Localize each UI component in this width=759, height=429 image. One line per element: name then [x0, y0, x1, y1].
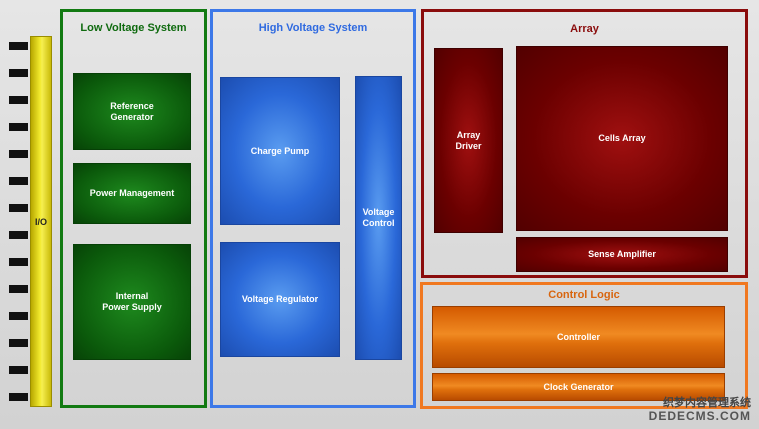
high-voltage-system-group: High Voltage System — [210, 9, 416, 408]
low-voltage-system-group: Low Voltage System — [60, 9, 207, 408]
low-voltage-system-title: Low Voltage System — [80, 22, 187, 34]
controller-block: Controller — [432, 306, 725, 368]
io-label: I/O — [34, 216, 47, 227]
io-pin — [9, 285, 28, 293]
io-pin — [9, 231, 28, 239]
array-title: Array — [570, 23, 599, 35]
io-pin — [9, 96, 28, 104]
io-bar: I/O — [30, 36, 52, 407]
io-pin — [9, 150, 28, 158]
watermark-line-1: 织梦内容管理系统 — [663, 397, 751, 409]
array-group: Array — [421, 9, 748, 278]
reference-generator-block: Reference Generator — [73, 73, 191, 150]
array-driver-block: Array Driver — [434, 48, 503, 233]
io-pin — [9, 69, 28, 77]
cells-array-block: Cells Array — [516, 46, 728, 231]
high-voltage-system-title: High Voltage System — [258, 22, 368, 34]
power-management-block: Power Management — [73, 163, 191, 224]
io-pin — [9, 123, 28, 131]
voltage-control-block: Voltage Control — [355, 76, 402, 360]
control-logic-group: Control Logic — [420, 282, 748, 409]
charge-pump-block: Charge Pump — [220, 77, 340, 225]
io-pin — [9, 177, 28, 185]
sense-amplifier-block: Sense Amplifier — [516, 237, 728, 272]
io-pin — [9, 393, 28, 401]
io-pin — [9, 312, 28, 320]
watermark: 织梦内容管理系统 DEDECMS.COM — [649, 397, 751, 423]
io-pin — [9, 42, 28, 50]
watermark-line-2: DEDECMS.COM — [648, 409, 751, 423]
control-logic-title: Control Logic — [548, 289, 620, 301]
io-pin — [9, 366, 28, 374]
io-pin — [9, 258, 28, 266]
voltage-regulator-block: Voltage Regulator — [220, 242, 340, 357]
io-pin — [9, 204, 28, 212]
clock-generator-block: Clock Generator — [432, 373, 725, 401]
internal-power-supply-block: Internal Power Supply — [73, 244, 191, 360]
io-pin — [9, 339, 28, 347]
